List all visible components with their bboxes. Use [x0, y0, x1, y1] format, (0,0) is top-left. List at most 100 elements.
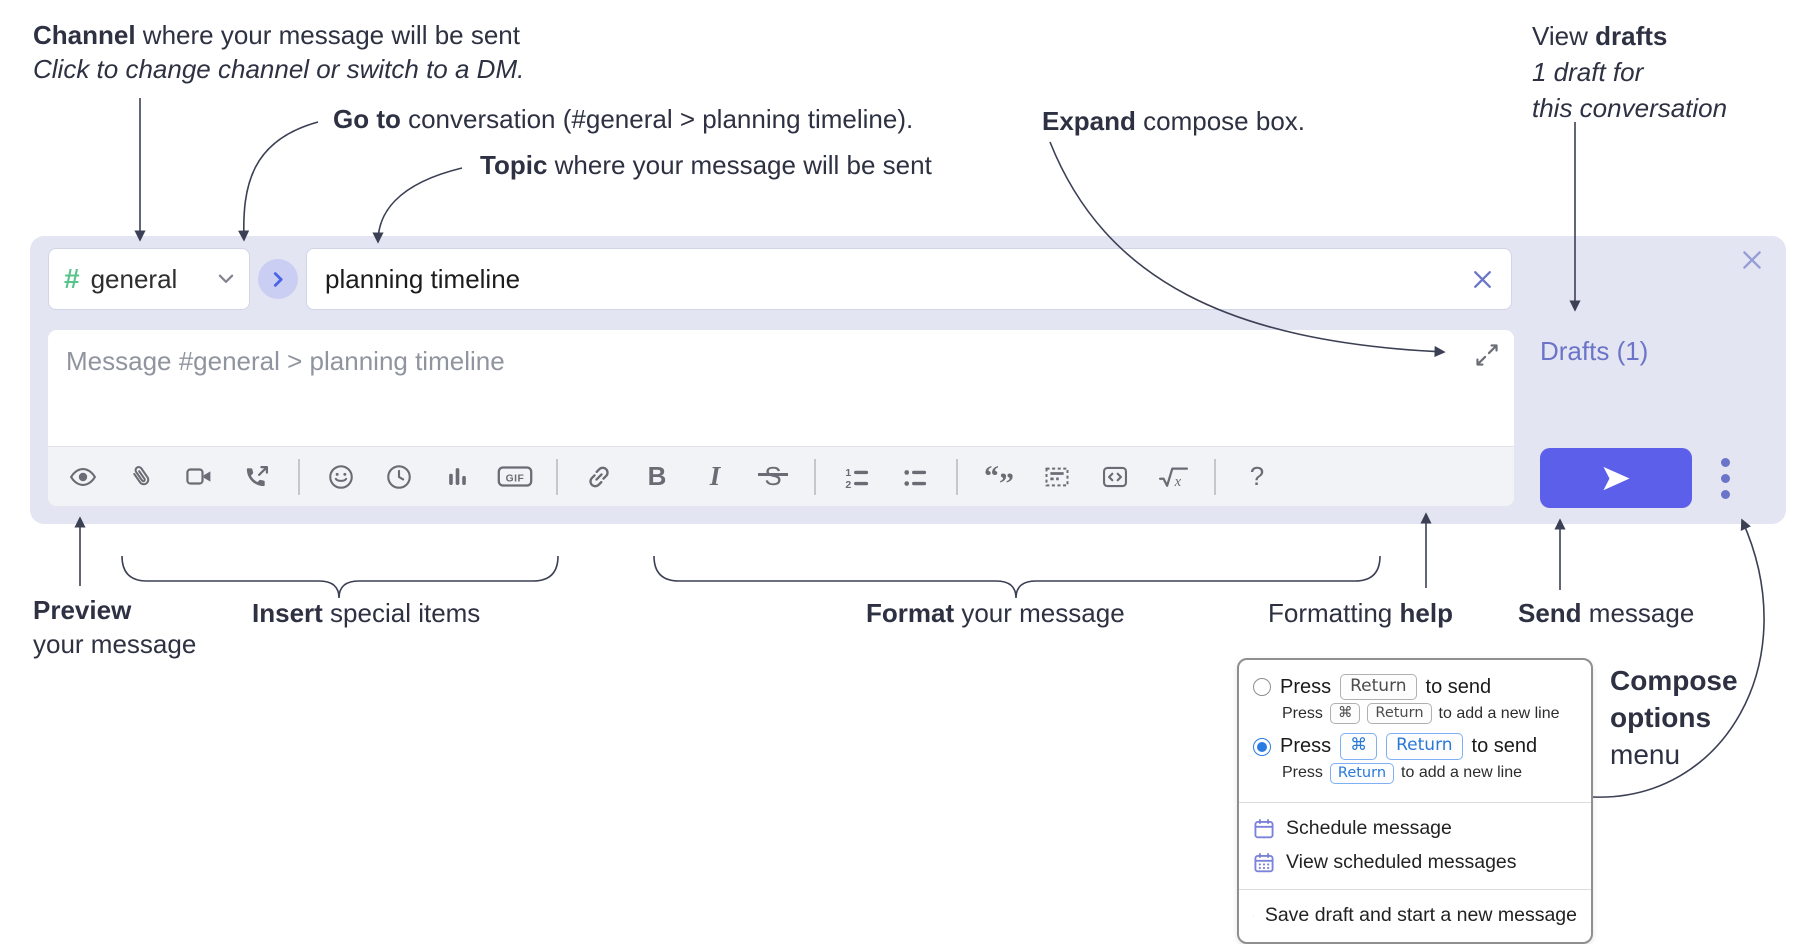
bulleted-list-icon	[904, 469, 927, 486]
annotation-topic-bold: Topic	[480, 150, 548, 180]
radio-unselected-icon[interactable]	[1253, 678, 1271, 697]
svg-text:x: x	[1173, 474, 1181, 490]
bar-chart-icon	[448, 468, 466, 485]
math-button[interactable]: x	[1144, 447, 1202, 507]
strikethrough-button[interactable]: S	[744, 447, 802, 507]
annotation-format: Format your message	[866, 596, 1125, 630]
message-input[interactable]	[48, 330, 1514, 446]
chevron-right-icon	[273, 271, 283, 287]
channel-name: general	[90, 263, 178, 294]
spoiler-button[interactable]	[1028, 447, 1086, 507]
option1-sub-pre: Press	[1282, 704, 1323, 722]
format-brace	[653, 555, 1381, 599]
ellipsis-dot	[1720, 457, 1730, 467]
expand-compose-button[interactable]	[1474, 342, 1500, 373]
send-option-return-sub: Press ⌘ Return to add a new line	[1282, 703, 1577, 725]
global-time-button[interactable]	[370, 447, 428, 507]
annotation-send: Send message	[1518, 596, 1694, 630]
video-call-button[interactable]	[170, 447, 228, 507]
annotation-drafts-line3: this conversation	[1532, 93, 1728, 123]
clear-topic-button[interactable]	[1470, 267, 1495, 292]
annotation-goto-bold: Go to	[333, 104, 401, 134]
option2-post: to send	[1471, 735, 1538, 757]
drafts-link[interactable]: Drafts (1)	[1540, 336, 1649, 366]
compose-options-menu-button[interactable]	[1708, 450, 1742, 506]
send-icon	[1602, 466, 1630, 490]
menu-item-label: Save draft and start a new message	[1264, 904, 1577, 927]
bulleted-list-button[interactable]	[886, 447, 944, 507]
annotation-drafts-line2: 1 draft for	[1532, 57, 1644, 87]
attach-file-button[interactable]	[112, 447, 170, 507]
toolbar-divider	[286, 447, 312, 507]
annotation-insert-bold: Insert	[252, 598, 323, 628]
annotation-help-bold: help	[1399, 598, 1453, 628]
annotation-preview-line2: your message	[33, 629, 197, 659]
send-option-return[interactable]: Press Return to send	[1253, 674, 1577, 701]
link-icon	[589, 466, 609, 487]
preview-button[interactable]	[54, 447, 112, 507]
send-button[interactable]	[1540, 448, 1692, 508]
formatting-help-button[interactable]: ?	[1228, 447, 1286, 507]
math-icon: x	[1158, 466, 1188, 490]
cmd-key: ⌘	[1329, 703, 1361, 725]
svg-text:GIF: GIF	[506, 474, 525, 485]
menu-item-label: View scheduled messages	[1286, 851, 1517, 874]
close-icon	[1743, 251, 1761, 269]
insert-link-button[interactable]	[570, 447, 628, 507]
svg-text:1: 1	[845, 466, 851, 478]
send-option-cmd-return[interactable]: Press ⌘ Return to send	[1253, 733, 1577, 760]
audio-call-button[interactable]	[228, 447, 286, 507]
option2-sub-post: to add a new line	[1401, 764, 1523, 782]
strikethrough-icon: S	[764, 461, 782, 491]
annotation-topic-rest: where your message will be sent	[547, 150, 932, 180]
bold-button[interactable]: B	[628, 447, 686, 507]
clock-icon	[387, 464, 411, 489]
menu-item-schedule-message[interactable]: Schedule message	[1253, 812, 1577, 846]
code-icon	[1102, 466, 1128, 487]
italic-icon: I	[709, 461, 721, 491]
gif-button[interactable]: GIF	[486, 447, 544, 507]
close-compose-button[interactable]	[1738, 246, 1766, 279]
annotation-channel-rest: where your message will be sent	[135, 20, 520, 50]
annotation-expand-bold: Expand	[1042, 106, 1136, 136]
video-camera-icon	[185, 468, 210, 485]
code-button[interactable]	[1086, 447, 1144, 507]
gif-icon: GIF	[497, 466, 533, 487]
numbered-list-icon: 12	[845, 466, 869, 491]
radio-selected-icon[interactable]	[1253, 737, 1271, 756]
send-options-menu: Press Return to send Press ⌘ Return to a…	[1237, 658, 1593, 944]
emoji-button[interactable]	[312, 447, 370, 507]
topic-input[interactable]	[323, 262, 1470, 296]
channel-selector[interactable]: # general	[48, 248, 250, 310]
quote-button[interactable]: “”	[970, 447, 1028, 507]
option2-pre: Press	[1280, 735, 1332, 757]
menu-item-view-scheduled[interactable]: View scheduled messages	[1253, 846, 1577, 880]
annotation-channel-line2: Click to change channel or switch to a D…	[33, 54, 525, 84]
option1-post: to send	[1425, 675, 1492, 698]
message-area	[48, 330, 1514, 446]
poll-button[interactable]	[428, 447, 486, 507]
strike-line	[758, 472, 788, 476]
annotation-expand: Expand compose box.	[1042, 104, 1305, 138]
annotation-compose-line2: options	[1610, 702, 1712, 733]
annotation-view-drafts: View drafts 1 draft for this conversatio…	[1532, 18, 1727, 126]
menu-item-save-draft[interactable]: Save draft and start a new message	[1253, 899, 1577, 933]
annotation-insert: Insert special items	[252, 596, 480, 630]
annotation-compose-options: Compose options menu	[1610, 662, 1738, 773]
compose-box: # general	[30, 236, 1786, 524]
ellipsis-dot	[1720, 473, 1730, 483]
annotation-topic: Topic where your message will be sent	[480, 148, 932, 182]
italic-button[interactable]: I	[686, 447, 744, 507]
preview-eye-icon	[69, 467, 97, 486]
return-key: Return	[1340, 674, 1417, 701]
cmd-key: ⌘	[1340, 733, 1378, 760]
option2-sub-pre: Press	[1282, 764, 1323, 782]
svg-text:2: 2	[845, 479, 851, 491]
go-to-conversation-button[interactable]	[258, 259, 298, 299]
menu-item-label: Schedule message	[1286, 817, 1452, 840]
close-icon	[1474, 270, 1491, 288]
annotation-goto-rest: conversation (#general > planning timeli…	[400, 104, 914, 134]
return-key: Return	[1386, 733, 1463, 760]
